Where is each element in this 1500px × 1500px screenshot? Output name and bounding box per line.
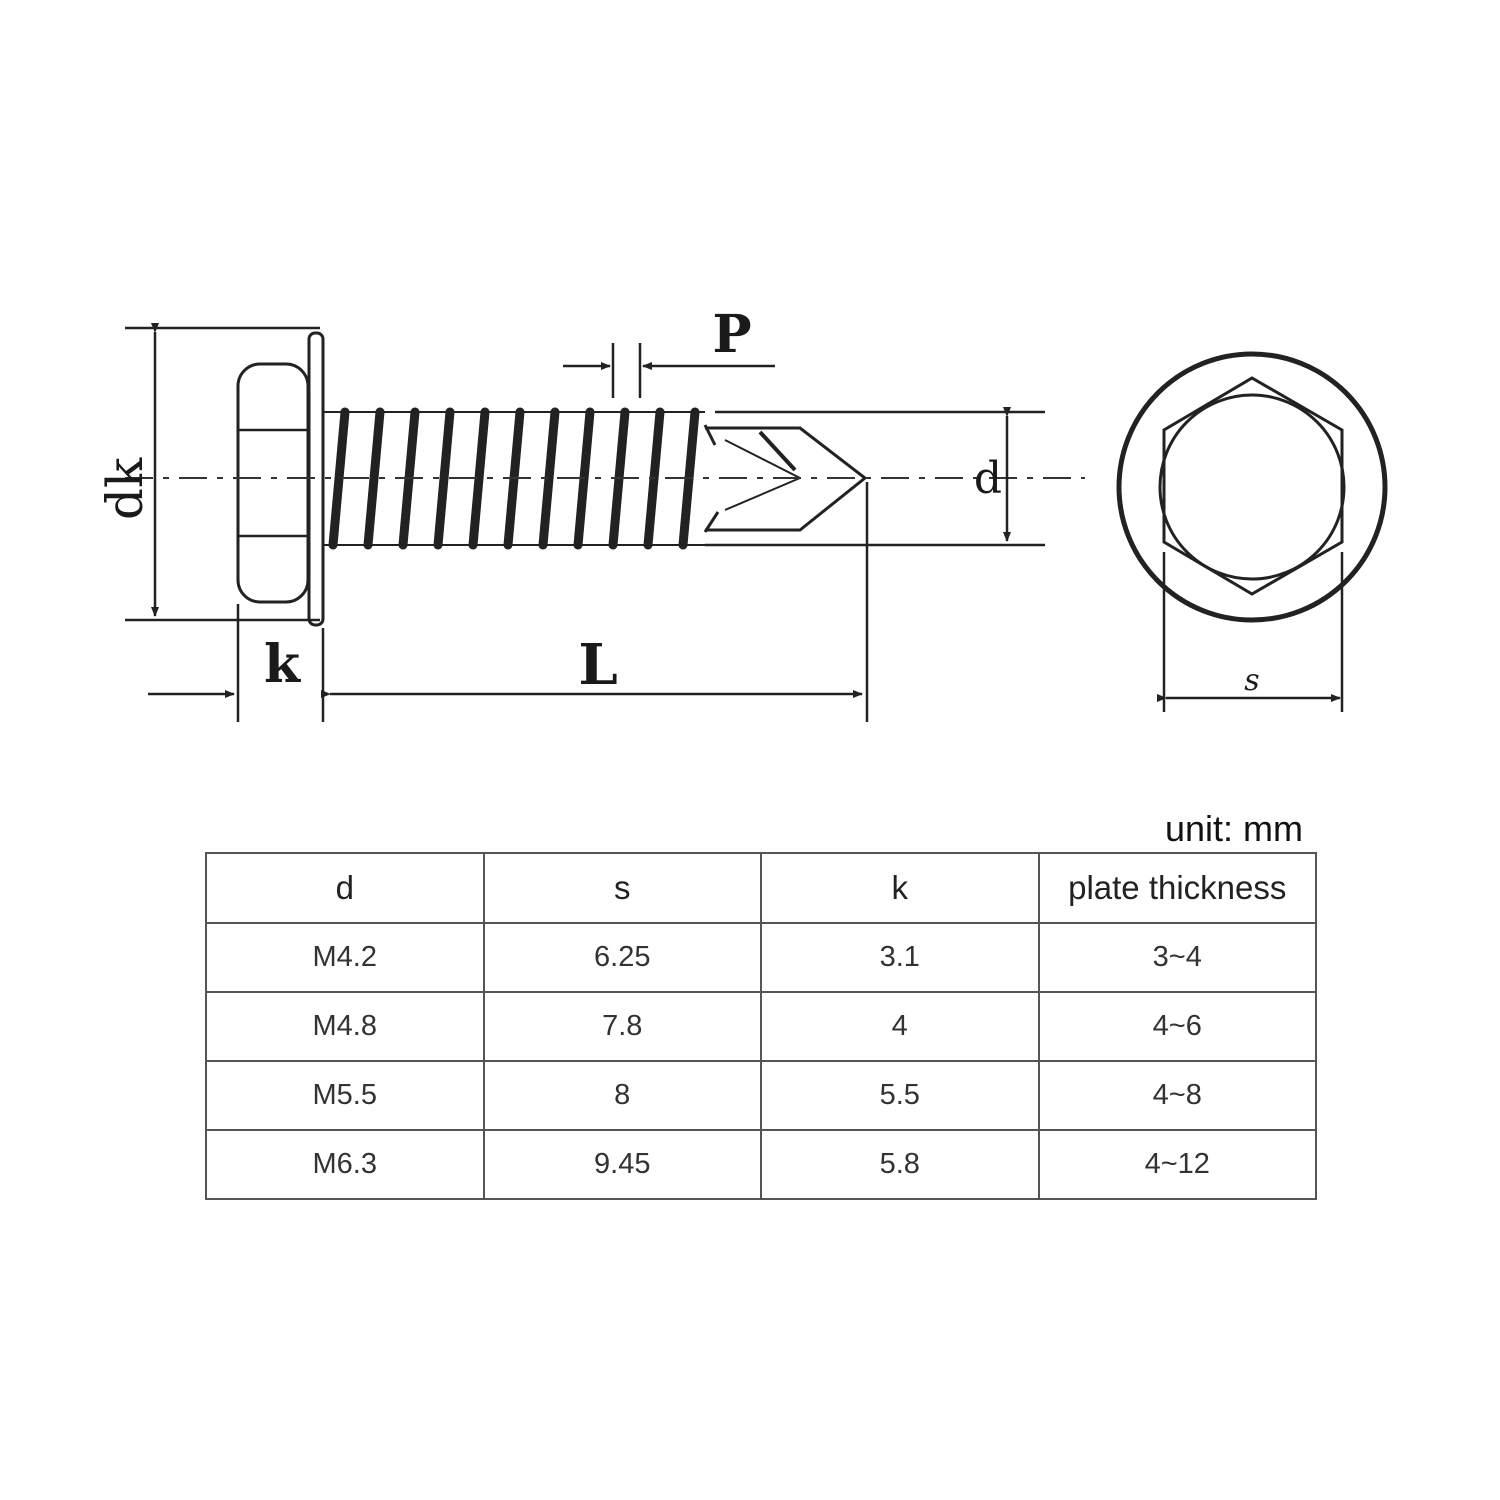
table-row: M6.3 9.45 5.8 4~12 <box>205 1129 1317 1200</box>
table-cell: 6.25 <box>482 922 762 993</box>
table-cell: 9.45 <box>482 1129 762 1200</box>
table-cell: 3.1 <box>760 922 1040 993</box>
table-row: M5.5 8 5.5 4~8 <box>205 1060 1317 1131</box>
screw-spec-table: d s k plate thickness M4.2 6.25 3.1 3~4 … <box>205 852 1317 1200</box>
table-cell: 4 <box>760 991 1040 1062</box>
screw-technical-drawing: dk k L P d s <box>96 304 1388 722</box>
column-header-s: s <box>482 852 762 924</box>
k-dimension <box>148 604 325 722</box>
column-header-plate-thickness: plate thickness <box>1037 852 1317 924</box>
table-row: M4.8 7.8 4 4~6 <box>205 991 1317 1062</box>
unit-label: unit: mm <box>1164 808 1303 849</box>
table-cell: 5.8 <box>760 1129 1040 1200</box>
d-label: d <box>974 453 1002 504</box>
column-header-d: d <box>205 852 485 924</box>
table-cell: 7.8 <box>482 991 762 1062</box>
hex-outline <box>1162 376 1344 596</box>
table-row: M4.2 6.25 3.1 3~4 <box>205 922 1317 993</box>
s-label: s <box>1244 663 1259 698</box>
table-cell: 4~8 <box>1037 1060 1317 1131</box>
table-cell: M4.8 <box>205 991 485 1062</box>
hex-head <box>236 362 310 604</box>
table-cell: 4~12 <box>1037 1129 1317 1200</box>
L-dimension <box>321 482 869 722</box>
table-cell: M5.5 <box>205 1060 485 1131</box>
column-header-k: k <box>760 852 1040 924</box>
dk-dimension <box>125 323 320 622</box>
table-cell: 4~6 <box>1037 991 1317 1062</box>
P-label: P <box>712 304 751 365</box>
d-dimension <box>705 407 1045 547</box>
table-cell: M6.3 <box>205 1129 485 1200</box>
dk-label: dk <box>96 457 154 520</box>
P-dimension <box>563 343 775 398</box>
washer-circle <box>1116 351 1388 623</box>
L-label: L <box>578 632 617 698</box>
k-label: k <box>264 634 301 695</box>
table-header-row: d s k plate thickness <box>205 852 1317 924</box>
table-cell: 5.5 <box>760 1060 1040 1131</box>
screw-end-view <box>1116 351 1388 712</box>
table-cell: 8 <box>482 1060 762 1131</box>
table-cell: M4.2 <box>205 922 485 993</box>
screw-side-view <box>236 331 868 627</box>
table-cell: 3~4 <box>1037 922 1317 993</box>
